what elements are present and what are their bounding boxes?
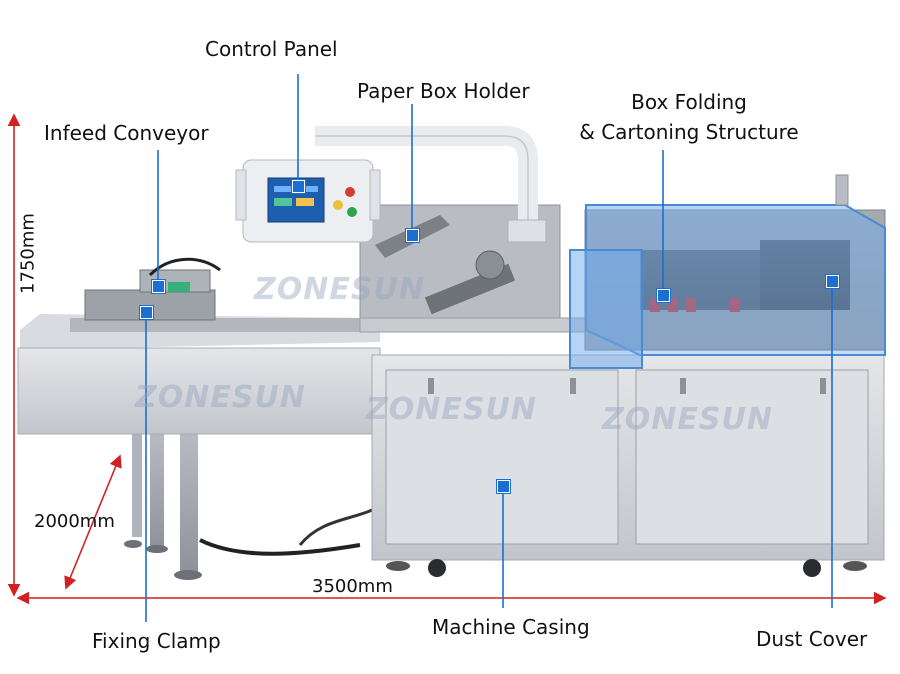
machine-body bbox=[17, 126, 886, 580]
touch-screen-ui bbox=[274, 198, 292, 206]
top-sensor bbox=[835, 174, 849, 206]
infeed-conveyor-marker bbox=[151, 279, 166, 294]
touch-screen-ui bbox=[296, 198, 314, 206]
conveyor-leg bbox=[150, 432, 164, 547]
run-button bbox=[347, 207, 357, 217]
depth-dimension-label: 2000mm bbox=[34, 511, 115, 532]
conveyor-leg bbox=[132, 432, 142, 537]
door-handle bbox=[680, 378, 686, 394]
door-handle bbox=[570, 378, 576, 394]
depth-dimension-line bbox=[64, 454, 122, 590]
box-folding-marker bbox=[656, 288, 671, 303]
box-folding-label-line1: Box Folding bbox=[631, 90, 747, 114]
control-panel-marker bbox=[291, 179, 306, 194]
gear bbox=[475, 250, 505, 280]
leg-foot bbox=[174, 570, 202, 580]
caster-wheel bbox=[428, 559, 446, 577]
conveyor-belt bbox=[70, 318, 380, 332]
door-handle bbox=[820, 378, 826, 394]
green-guide bbox=[168, 282, 190, 292]
dimension-lines bbox=[7, 113, 887, 605]
fixing-clamp-marker bbox=[139, 305, 154, 320]
infeed-conveyor-label: Infeed Conveyor bbox=[44, 121, 209, 145]
length-dimension-label: 3500mm bbox=[312, 576, 393, 597]
start-button bbox=[333, 200, 343, 210]
leg-foot bbox=[146, 545, 168, 553]
paper-box-holder-marker bbox=[405, 228, 420, 243]
conveyor-leg bbox=[180, 432, 198, 572]
watermark: ZONESUN bbox=[602, 402, 773, 437]
control-panel-bracket bbox=[235, 169, 247, 221]
caster-wheel bbox=[803, 559, 821, 577]
casing-door-right bbox=[635, 369, 869, 545]
callout-lines bbox=[145, 74, 833, 622]
fixing-clamp-label: Fixing Clamp bbox=[92, 629, 221, 653]
box-folding-label-line2: & Cartoning Structure bbox=[579, 120, 799, 144]
cable bbox=[298, 508, 373, 546]
leg-foot bbox=[124, 540, 142, 548]
height-dimension-label: 1750mm bbox=[17, 213, 39, 294]
cable bbox=[199, 538, 361, 556]
conveyor-side bbox=[17, 347, 381, 435]
casing-door-left bbox=[385, 369, 619, 545]
leveling-foot bbox=[386, 561, 410, 571]
dust-cover-label: Dust Cover bbox=[756, 627, 868, 651]
dust-cover-marker bbox=[825, 274, 840, 289]
watermark: ZONESUN bbox=[254, 272, 425, 307]
control-arm-edge bbox=[315, 135, 529, 230]
machine-casing-label: Machine Casing bbox=[432, 615, 590, 639]
dust-cover-front bbox=[569, 249, 643, 369]
infeed-cable bbox=[148, 257, 221, 277]
door-handle bbox=[428, 378, 434, 394]
control-panel-bracket bbox=[369, 169, 381, 221]
paper-box-holder-label: Paper Box Holder bbox=[357, 79, 530, 103]
control-panel-label: Control Panel bbox=[205, 37, 338, 61]
watermark: ZONESUN bbox=[135, 380, 306, 415]
watermark: ZONESUN bbox=[366, 392, 537, 427]
box-folding-label: Box Folding & Cartoning Structure bbox=[570, 91, 808, 143]
machine-casing-marker bbox=[496, 479, 511, 494]
leveling-foot bbox=[843, 561, 867, 571]
arm-joint bbox=[507, 219, 547, 243]
stop-button bbox=[345, 187, 355, 197]
